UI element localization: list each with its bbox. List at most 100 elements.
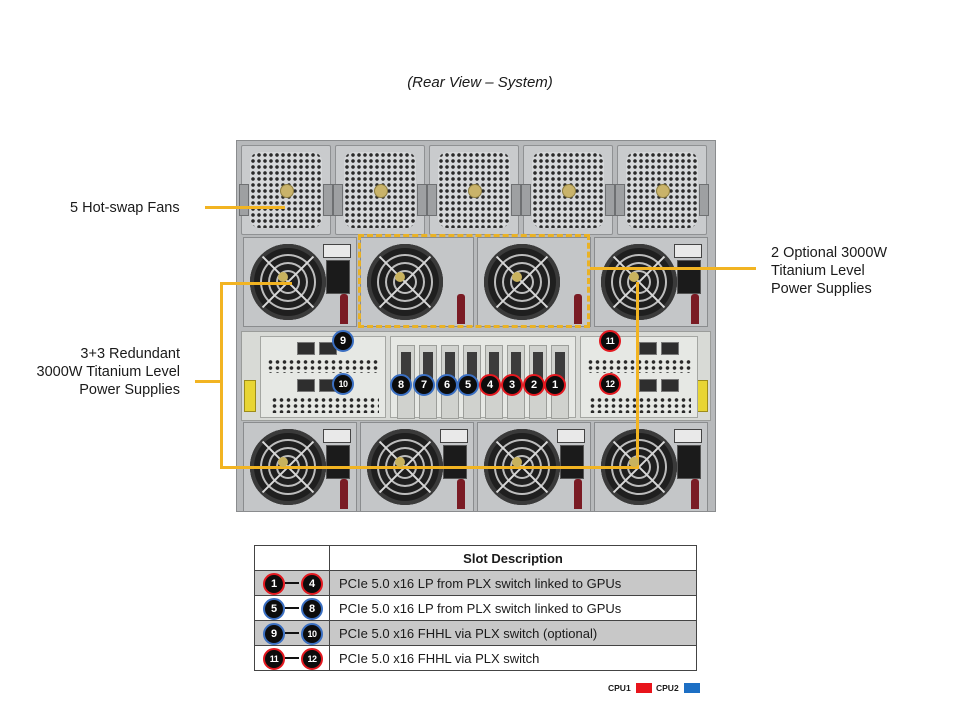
psu-release-lever[interactable] — [691, 479, 699, 509]
optional-psu-callout-label: 2 Optional 3000W Titanium Level Power Su… — [771, 244, 887, 298]
psu-fan-icon — [367, 244, 443, 320]
hot-swap-fan[interactable] — [615, 145, 709, 235]
fan-hub-icon — [562, 184, 576, 198]
psu-rating-tag — [440, 429, 468, 443]
pcie-port — [489, 352, 499, 382]
vent-grille — [587, 359, 691, 373]
slot-number-badge-2: 2 — [523, 374, 545, 396]
fan-handle[interactable] — [699, 184, 709, 216]
left-fhhl-slot-group — [260, 336, 386, 418]
slot-number-badge-4: 4 — [301, 573, 323, 595]
fan-hub-icon — [374, 184, 388, 198]
power-supply[interactable] — [594, 237, 708, 327]
fan-handle[interactable] — [417, 184, 427, 216]
slot-number-badge-11: 11 — [263, 648, 285, 670]
slot-number-badge-9: 9 — [263, 623, 285, 645]
hot-swap-fan[interactable] — [427, 145, 521, 235]
fan-handle[interactable] — [333, 184, 343, 216]
power-inlet[interactable] — [326, 445, 350, 479]
slot-number-badge-6: 6 — [436, 374, 458, 396]
slot-range: 9 10 — [255, 621, 329, 645]
fan-handle[interactable] — [605, 184, 615, 216]
legend-cpu1-label: CPU1 — [608, 683, 631, 693]
pcie-port — [511, 352, 521, 382]
vent-grille — [589, 397, 691, 413]
pcie-port — [423, 352, 433, 382]
rj45-port[interactable] — [297, 379, 315, 392]
psu-fan-hub-icon — [629, 272, 639, 282]
fan-hub-icon — [280, 184, 294, 198]
psu-release-lever[interactable] — [574, 294, 582, 324]
redundant-psu-bottom-line — [220, 466, 638, 469]
io-panel — [241, 331, 711, 421]
redundant-psu-line-2: 3000W Titanium Level — [36, 364, 180, 380]
hot-swap-fan[interactable] — [521, 145, 615, 235]
optional-power-supply[interactable] — [360, 237, 474, 327]
warning-label-left — [244, 380, 256, 412]
optional-psu-line-1: 2 Optional 3000W — [771, 245, 888, 261]
pcie-port — [445, 352, 455, 382]
rj45-port[interactable] — [297, 342, 315, 355]
hot-swap-fan[interactable] — [333, 145, 427, 235]
hot-swap-fan[interactable] — [239, 145, 333, 235]
pcie-port — [467, 352, 477, 382]
fan-handle[interactable] — [521, 184, 531, 216]
psu-fan-hub-icon — [278, 457, 288, 467]
slot-number-badge-9: 9 — [332, 330, 354, 352]
psu-release-lever[interactable] — [457, 479, 465, 509]
power-inlet[interactable] — [677, 260, 701, 294]
rj45-port[interactable] — [639, 342, 657, 355]
slot-description-cell: PCIe 5.0 x16 FHHL via PLX switch — [329, 645, 697, 671]
slot-number-badge-12: 12 — [599, 373, 621, 395]
slot-number-badge-1: 1 — [263, 573, 285, 595]
power-inlet[interactable] — [560, 445, 584, 479]
power-inlet[interactable] — [326, 260, 350, 294]
optional-psu-line-2: Titanium Level — [771, 263, 865, 279]
psu-release-lever[interactable] — [457, 294, 465, 324]
slot-number-badge-8: 8 — [390, 374, 412, 396]
fan-handle[interactable] — [615, 184, 625, 216]
slot-range: 11 12 — [255, 646, 329, 670]
pcie-port — [401, 352, 411, 382]
psu-fan-icon — [601, 244, 677, 320]
psu-release-lever[interactable] — [691, 294, 699, 324]
fan-handle[interactable] — [323, 184, 333, 216]
slot-number-badge-11: 11 — [599, 330, 621, 352]
psu-fan-hub-icon — [629, 457, 639, 467]
rj45-port[interactable] — [661, 342, 679, 355]
fan-handle[interactable] — [511, 184, 521, 216]
psu-release-lever[interactable] — [340, 479, 348, 509]
slot-number-badge-12: 12 — [301, 648, 323, 670]
right-fhhl-slot-group — [580, 336, 698, 418]
power-inlet[interactable] — [677, 445, 701, 479]
psu-rating-tag — [323, 429, 351, 443]
fan-handle[interactable] — [239, 184, 249, 216]
slot-number-badge-5: 5 — [457, 374, 479, 396]
redundant-psu-right-vertical-line — [636, 282, 639, 469]
table-header-empty-cell — [254, 545, 330, 571]
rj45-port[interactable] — [661, 379, 679, 392]
range-dash — [285, 632, 299, 634]
redundant-psu-label-line — [195, 380, 222, 383]
table-header-slot-description: Slot Description — [329, 545, 697, 571]
psu-release-lever[interactable] — [574, 479, 582, 509]
redundant-psu-callout-label: 3+3 Redundant 3000W Titanium Level Power… — [10, 345, 180, 399]
slot-number-badge-10: 10 — [301, 623, 323, 645]
table-header-row: Slot Description — [254, 545, 697, 571]
fan-handle[interactable] — [427, 184, 437, 216]
pcie-port — [533, 352, 543, 382]
psu-fan-hub-icon — [395, 272, 405, 282]
psu-fan-hub-icon — [395, 457, 405, 467]
fans-callout-line — [205, 206, 285, 209]
diagram-title: (Rear View – System) — [407, 74, 553, 91]
slot-number-badge-1: 1 — [544, 374, 566, 396]
optional-psu-line-3: Power Supplies — [771, 281, 872, 297]
optional-power-supply[interactable] — [477, 237, 591, 327]
rj45-port[interactable] — [639, 379, 657, 392]
power-inlet[interactable] — [443, 445, 467, 479]
psu-release-lever[interactable] — [340, 294, 348, 324]
